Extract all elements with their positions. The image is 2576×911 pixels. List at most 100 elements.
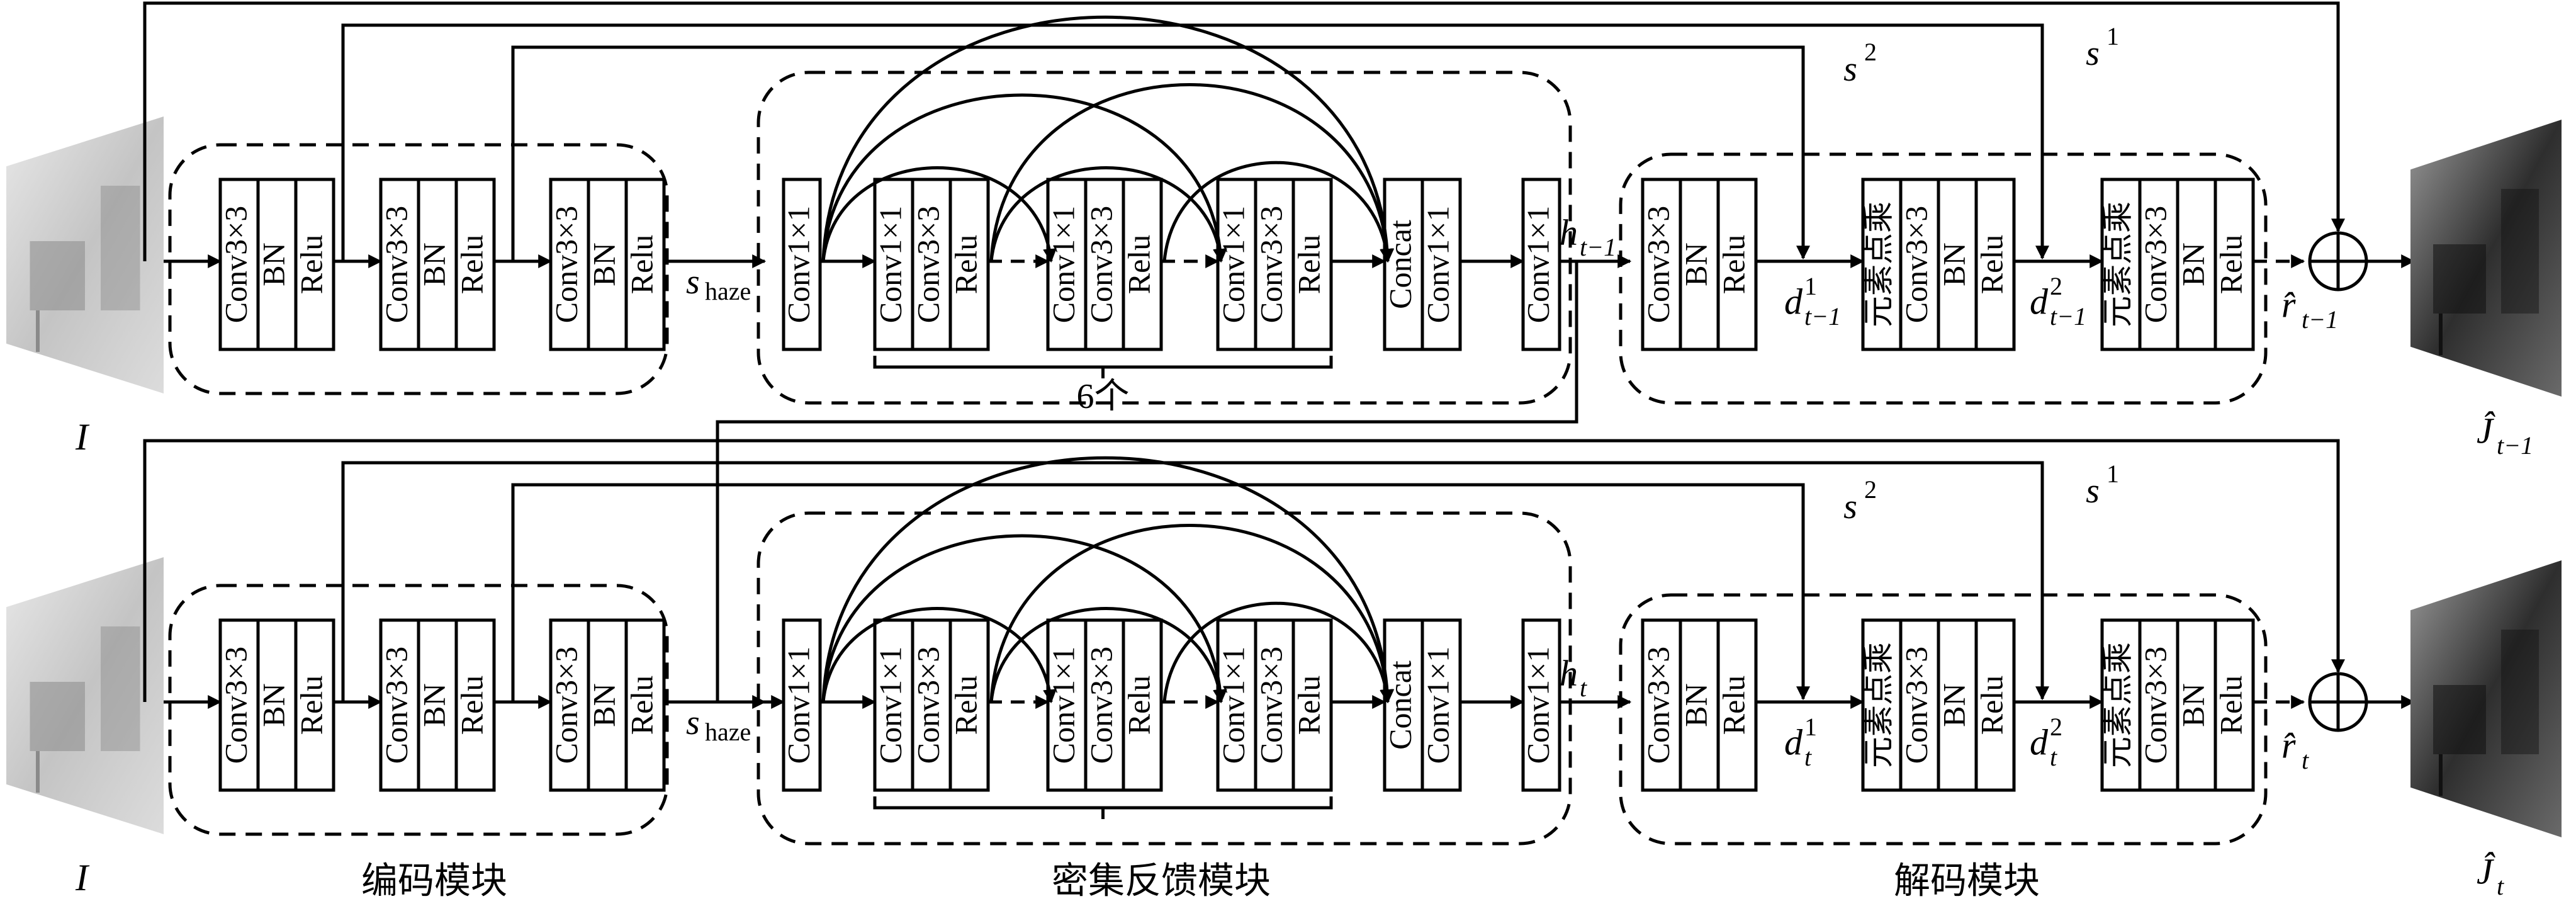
layer-label-relu: Relu <box>948 676 983 735</box>
d1-label-prev-main: d <box>1784 281 1803 322</box>
layer-label-bn: BN <box>1936 242 1971 286</box>
decoder-group-cur <box>1619 593 2268 846</box>
layer-label-conv3: Conv3×3 <box>378 206 413 324</box>
dense-connection-arc <box>1162 601 1394 704</box>
block-frame <box>873 178 990 351</box>
layer-label-relu: Relu <box>454 676 489 735</box>
layer-label-conv3: Conv3×3 <box>218 647 253 764</box>
d2-label-prev-sub: t−1 <box>2050 302 2086 331</box>
layer-label-bn: BN <box>586 683 621 727</box>
block-frame <box>549 178 666 351</box>
layer-label-conv3: Conv3×3 <box>548 206 583 324</box>
block-frame <box>782 178 822 351</box>
layer-label-relu: Relu <box>293 676 329 735</box>
layer-label-conv3: Conv3×3 <box>1898 206 1933 324</box>
layer-label-conv1: Conv1×1 <box>780 647 816 764</box>
block-frame <box>873 618 990 792</box>
d1-label-cur-sup: 1 <box>1804 713 1817 741</box>
layer-label-mul: 元素点乘 <box>2100 201 2135 327</box>
recurrent-feedback-line <box>716 261 1578 709</box>
block-frame <box>379 178 496 351</box>
block-frame <box>1046 178 1163 351</box>
s2-sup: 2 <box>1864 38 1877 66</box>
wall-shape <box>101 186 140 310</box>
layer-label-concat: Concat <box>1382 660 1417 750</box>
d1-label-cur-main: d <box>1784 721 1803 762</box>
layer-label-bn: BN <box>2175 683 2210 727</box>
s2-sup: 2 <box>1864 475 1877 504</box>
layer-label-conv3: Conv3×3 <box>2137 206 2173 324</box>
layer-label-relu: Relu <box>624 235 659 294</box>
feedback-conv1-out-prev: Conv1×1 <box>1520 178 1561 351</box>
r-hat-label-prev: r̂t−1 <box>2281 284 2338 334</box>
block-frame <box>549 618 666 792</box>
h-label-cur-main: h <box>1560 652 1578 693</box>
layer-label-conv3: Conv3×3 <box>1640 206 1675 324</box>
block-frame <box>782 618 822 792</box>
skip-connection-s2 <box>511 483 1810 702</box>
layer-label-conv3: Conv3×3 <box>910 206 945 324</box>
dense-connection-arc <box>821 456 1395 704</box>
layer-label-relu: Relu <box>454 235 489 294</box>
dense-connection-arc <box>821 607 1057 704</box>
output-image-cur <box>2410 560 2562 837</box>
d1-label-prev-sub: t−1 <box>1804 302 1841 331</box>
layer-label-relu: Relu <box>1121 235 1156 294</box>
s2-main: s <box>1843 487 1857 526</box>
d2-label-cur-sup: 2 <box>2050 713 2062 741</box>
sum-node <box>2308 231 2368 291</box>
layer-label-conv3: Conv3×3 <box>1640 647 1675 764</box>
r-hat-label-prev-sub: t−1 <box>2302 305 2338 334</box>
dense-connection-arc <box>821 166 1057 263</box>
s2-main: s <box>1843 50 1857 89</box>
layer-label-relu: Relu <box>2213 676 2248 735</box>
dense-connection-arc <box>989 166 1227 263</box>
layer-label-conv3: Conv3×3 <box>1898 647 1933 764</box>
layer-label-relu: Relu <box>1716 676 1751 735</box>
dense-connection-arc <box>821 93 1227 263</box>
layer-label-conv3: Conv3×3 <box>548 647 583 764</box>
s-haze-main: s <box>686 703 700 742</box>
layer-label-conv3: Conv3×3 <box>1083 647 1118 764</box>
layer-label-relu: Relu <box>1974 235 2009 294</box>
layer-label-bn: BN <box>1936 683 1971 727</box>
d1-label-prev-sup: 1 <box>1804 272 1817 300</box>
skip-connection-input <box>143 439 2345 702</box>
chair-shape <box>30 241 85 310</box>
skip-connection-input <box>143 1 2345 261</box>
dense-connection-arc <box>989 83 1394 263</box>
layer-label-conv1: Conv1×1 <box>780 206 816 324</box>
d2-label-prev-main: d <box>2030 281 2049 322</box>
layer-label-mul: 元素点乘 <box>1860 642 1896 768</box>
layer-label-concat: Concat <box>1382 220 1417 309</box>
feedback-group-cur <box>756 511 1572 846</box>
dense-connection-arc <box>821 15 1395 263</box>
layer-label-conv3: Conv3×3 <box>910 647 945 764</box>
j-hat-label-cur-sub: t <box>2497 872 2504 900</box>
s1-main: s <box>2086 472 2100 511</box>
r-hat-label-cur: r̂t <box>2281 725 2309 774</box>
caption-encoder: 编码模块 <box>361 860 507 901</box>
s1-sup: 1 <box>2106 22 2119 50</box>
layer-label-conv1: Conv1×1 <box>1045 647 1081 764</box>
feedback-conv1-in-prev: Conv1×1 <box>780 178 822 351</box>
repeat-brace-prev <box>873 356 1333 378</box>
wall-shape <box>2501 630 2539 754</box>
